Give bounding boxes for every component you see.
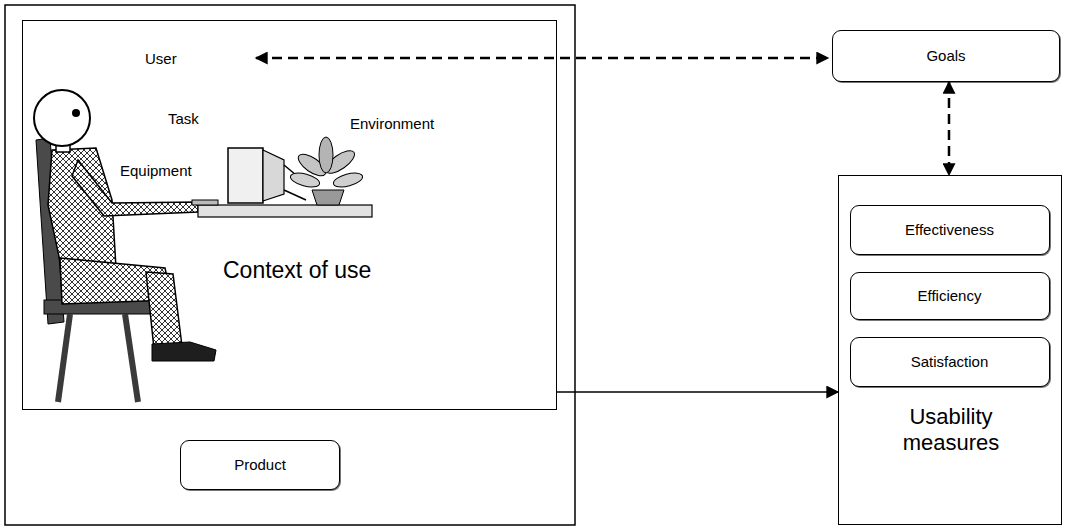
goals-box: Goals bbox=[832, 30, 1060, 82]
node-text: Usability measures bbox=[881, 404, 1021, 457]
node-text: Satisfaction bbox=[911, 353, 989, 371]
part-label: User bbox=[145, 50, 177, 67]
plant bbox=[289, 137, 364, 205]
part-label: Task bbox=[168, 110, 199, 127]
seated-user-figure bbox=[34, 90, 216, 361]
node-text: Context of use bbox=[223, 257, 371, 285]
measure-box: Efficiency bbox=[850, 272, 1050, 320]
part-label: Equipment bbox=[120, 162, 192, 179]
dashed-arrow bbox=[948, 82, 951, 175]
measure-box: Satisfaction bbox=[850, 337, 1050, 387]
user-goal-link bbox=[256, 57, 828, 60]
part-label: Environment bbox=[350, 115, 434, 132]
node-text: Goals bbox=[926, 47, 965, 65]
flow-arrow bbox=[557, 391, 838, 393]
node-text: Efficiency bbox=[918, 287, 982, 305]
node-text: Effectiveness bbox=[905, 221, 994, 239]
system-frame bbox=[5, 5, 575, 525]
measures-frame: Usability measures EffectivenessEfficienc… bbox=[838, 175, 1062, 525]
node-text: Product bbox=[234, 456, 286, 474]
context-box: Context of use bbox=[22, 20, 557, 410]
product-box: Product bbox=[180, 440, 340, 490]
measure-box: Effectiveness bbox=[850, 205, 1050, 255]
